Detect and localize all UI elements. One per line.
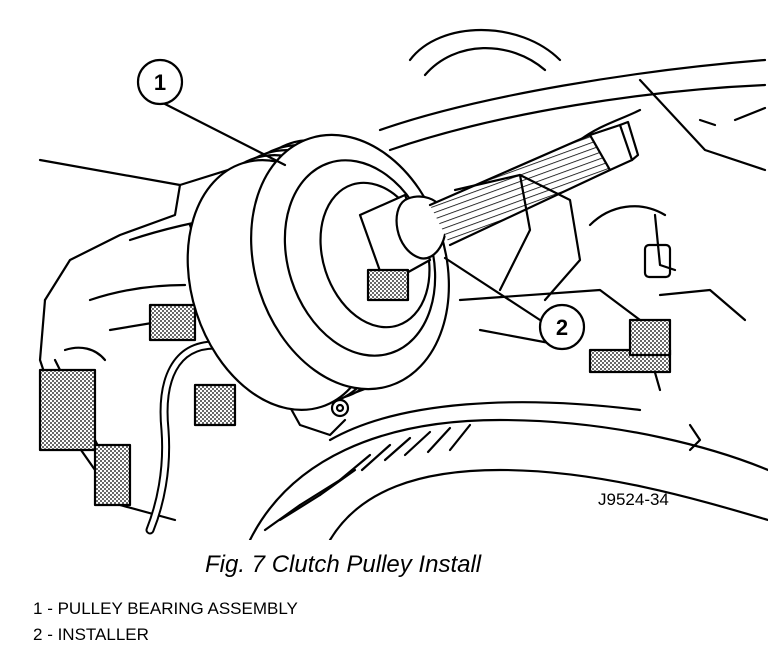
pulley-bearing-assembly — [186, 133, 450, 411]
installer-tool — [395, 120, 640, 260]
callout-1 — [136, 58, 287, 167]
legend-item: 1 - PULLEY BEARING ASSEMBLY — [33, 596, 298, 622]
corrugated-hose — [248, 401, 768, 540]
right-engine-parts — [453, 173, 747, 452]
legend-separator: - — [42, 599, 58, 618]
wiring-harness — [145, 340, 220, 535]
callout-1-number: 1 — [154, 70, 166, 95]
legend-text: INSTALLER — [57, 625, 149, 644]
legend-number: 2 — [33, 625, 43, 644]
background-hoses — [378, 28, 767, 172]
callout-2-number: 2 — [556, 315, 568, 340]
clutch-pulley-illustration: 1 2 J9524-34 — [38, 28, 768, 540]
figure-code: J9524-34 — [598, 490, 669, 509]
legend-item: 2 - INSTALLER — [33, 622, 298, 648]
legend-number: 1 — [33, 599, 43, 618]
legend: 1 - PULLEY BEARING ASSEMBLY 2 - INSTALLE… — [33, 596, 298, 648]
compressor-body — [38, 158, 302, 522]
figure-caption: Fig. 7 Clutch Pulley Install — [205, 551, 482, 578]
legend-text: PULLEY BEARING ASSEMBLY — [57, 599, 298, 618]
legend-separator: - — [42, 625, 58, 644]
callout-2 — [443, 256, 586, 351]
